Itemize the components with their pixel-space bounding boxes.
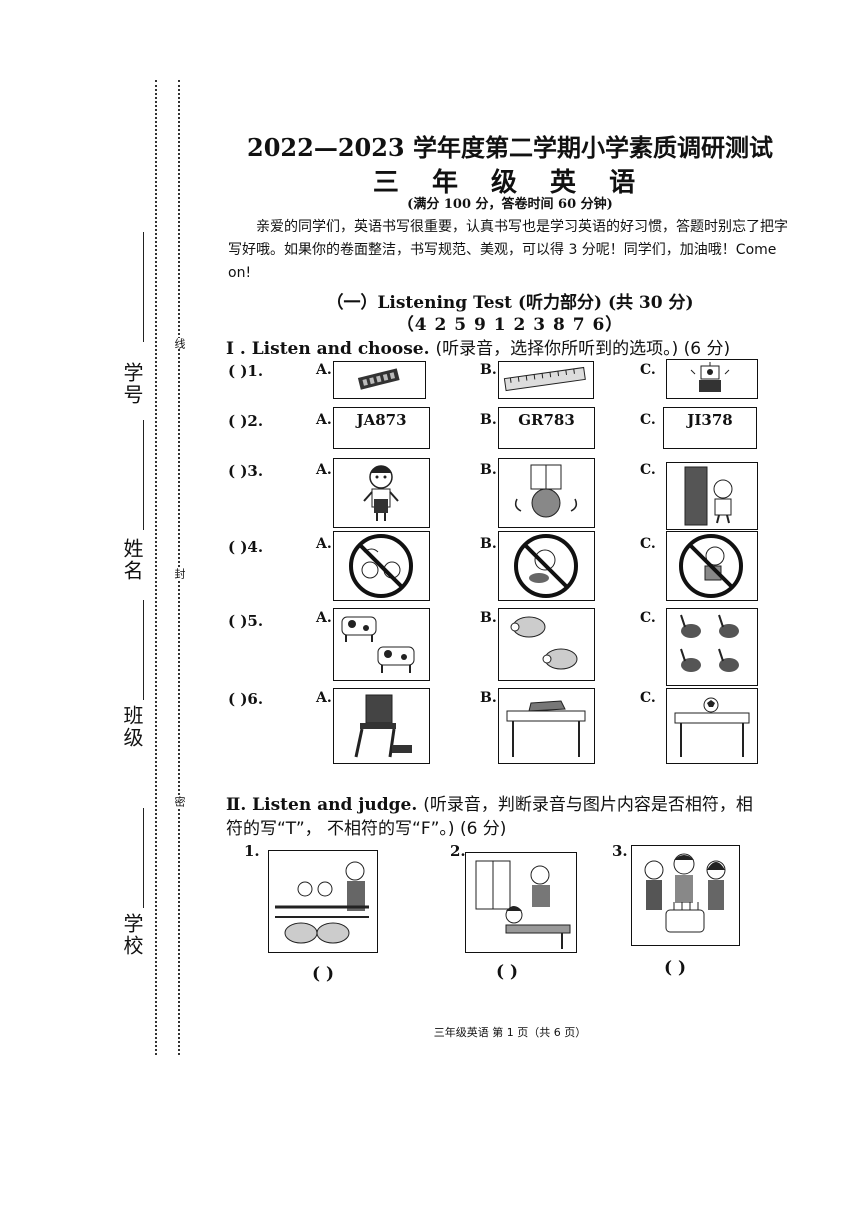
q2-option-c-letter: C. — [640, 412, 656, 428]
q3-number[interactable]: ( )3. — [228, 462, 264, 480]
farm-pigs-icon — [275, 861, 369, 944]
q3-option-b-letter: B. — [480, 462, 497, 478]
q4-option-a-box[interactable] — [333, 531, 430, 601]
q1-option-c-box[interactable] — [666, 359, 758, 399]
q2-option-b-letter: B. — [480, 412, 497, 428]
student-id-blank[interactable] — [143, 232, 144, 342]
remote-control-icon — [357, 368, 400, 390]
q6-option-c-letter: C. — [640, 690, 656, 706]
table-with-ball-icon — [674, 697, 750, 757]
judge-item-3-number: 3. — [612, 842, 628, 860]
q2-option-a-box[interactable]: JA873 — [333, 407, 430, 449]
q4-number[interactable]: ( )4. — [228, 538, 264, 556]
geese-icon — [680, 614, 739, 672]
cut-mark-line: 线 — [171, 338, 187, 349]
chair-with-book-icon — [354, 694, 412, 758]
judge-item-2-picture — [465, 852, 577, 953]
cut-mark-seal: 封 — [171, 568, 187, 579]
cut-mark-secret: 密 — [171, 796, 187, 807]
judge-item-3-answer[interactable]: ( ) — [664, 958, 687, 978]
student-id-label: 学号 — [120, 362, 144, 406]
q6-option-c-box[interactable] — [666, 688, 758, 764]
table-with-clothes-icon — [506, 700, 586, 757]
q3-option-b-box[interactable] — [498, 458, 595, 528]
part1-heading: I . Listen and choose. (听录音，选择你所听到的选项。) … — [226, 334, 730, 359]
q5-option-b-box[interactable] — [498, 608, 595, 681]
no-eating-sign-icon — [514, 534, 578, 598]
q1-number[interactable]: ( )1. — [228, 362, 264, 380]
q5-option-c-box[interactable] — [666, 608, 758, 686]
q1-option-a-letter: A. — [316, 362, 332, 378]
open-window-icon — [514, 464, 578, 518]
cows-icon — [341, 616, 415, 673]
student-name-label: 姓名 — [120, 538, 144, 582]
section-title: （一）Listening Test (听力部分) (共 30 分) — [326, 293, 694, 313]
part2-heading-line2: 符的写“T”， 不相符的写“F”。) (6 分) — [226, 814, 506, 839]
q2-number[interactable]: ( )2. — [228, 412, 264, 430]
page-footer: 三年级英语 第 1 页（共 6 页） — [433, 1026, 587, 1039]
q4-option-c-box[interactable] — [666, 531, 758, 601]
birthday-party-icon — [644, 853, 726, 933]
q3-option-a-letter: A. — [316, 462, 332, 478]
boy-icon — [363, 465, 399, 521]
school-label: 学校 — [120, 913, 144, 957]
q4-option-b-box[interactable] — [498, 531, 595, 601]
q6-option-a-box[interactable] — [333, 688, 430, 764]
q4-option-b-letter: B. — [480, 536, 497, 552]
class-label: 班级 — [120, 705, 144, 749]
q6-option-b-letter: B. — [480, 690, 497, 706]
open-door-icon — [684, 466, 733, 526]
binding-dotted-line-2 — [178, 80, 180, 1055]
exam-intro: 亲爱的同学们，英语书写很重要，认真书写也是学习英语的好习惯，答题时别忘了把字写好… — [228, 219, 788, 281]
q5-option-c-letter: C. — [640, 610, 656, 626]
part2-heading-cn-1: (听录音，判断录音与图片内容是否相符，相 — [423, 795, 753, 815]
judge-item-2-answer[interactable]: ( ) — [496, 962, 519, 982]
q3-option-c-letter: C. — [640, 462, 656, 478]
q2-option-b-box[interactable]: GR783 — [498, 407, 595, 449]
q4-option-c-letter: C. — [640, 536, 656, 552]
judge-item-1-picture — [268, 850, 378, 953]
part2-heading-cn-2: 符的写“T”， 不相符的写“F”。) (6 分) — [226, 819, 507, 839]
class-blank[interactable] — [143, 600, 144, 700]
q2-option-a-letter: A. — [316, 412, 332, 428]
part2-heading-en: Ⅱ. Listen and judge. — [226, 795, 418, 815]
q5-option-a-letter: A. — [316, 610, 332, 626]
judge-item-1-answer[interactable]: ( ) — [312, 964, 335, 984]
exam-subtitle: 三 年 级 英 语 — [372, 168, 648, 198]
exam-title: 2022—2023 学年度第二学期小学素质调研测试 — [247, 133, 773, 162]
q5-option-a-box[interactable] — [333, 608, 430, 681]
no-climbing-sign-icon — [679, 534, 743, 598]
q5-number[interactable]: ( )5. — [228, 612, 264, 630]
part2-heading: Ⅱ. Listen and judge. (听录音，判断录音与图片内容是否相符，… — [226, 790, 753, 815]
section-code: （4 2 5 9 1 2 3 8 7 6） — [396, 315, 624, 335]
no-talking-sign-icon — [349, 534, 413, 598]
pigs-icon — [510, 616, 578, 670]
exam-info: (满分 100 分，答卷时间 60 分钟) — [407, 197, 613, 212]
binding-dotted-line-1 — [155, 80, 157, 1055]
part1-heading-cn: (听录音，选择你所听到的选项。) (6 分) — [435, 339, 731, 359]
classroom-window-icon — [475, 860, 571, 949]
q2-option-c-box[interactable]: JI378 — [663, 407, 757, 449]
q1-option-b-letter: B. — [480, 362, 497, 378]
q6-number[interactable]: ( )6. — [228, 690, 264, 708]
judge-item-1-number: 1. — [244, 842, 260, 860]
q5-option-b-letter: B. — [480, 610, 497, 626]
judge-item-3-picture — [631, 845, 740, 946]
robot-toy-icon — [690, 362, 730, 392]
q1-option-c-letter: C. — [640, 362, 656, 378]
q1-option-b-box[interactable] — [498, 361, 594, 399]
judge-item-2-number: 2. — [450, 842, 466, 860]
ruler-icon — [503, 366, 586, 392]
q6-option-b-box[interactable] — [498, 688, 595, 764]
q3-option-c-box[interactable] — [666, 462, 758, 530]
part1-heading-en: I . Listen and choose. — [226, 339, 430, 359]
q3-option-a-box[interactable] — [333, 458, 430, 528]
q1-option-a-box[interactable] — [333, 361, 426, 399]
school-blank[interactable] — [143, 808, 144, 908]
student-name-blank[interactable] — [143, 420, 144, 530]
q4-option-a-letter: A. — [316, 536, 332, 552]
q6-option-a-letter: A. — [316, 690, 332, 706]
